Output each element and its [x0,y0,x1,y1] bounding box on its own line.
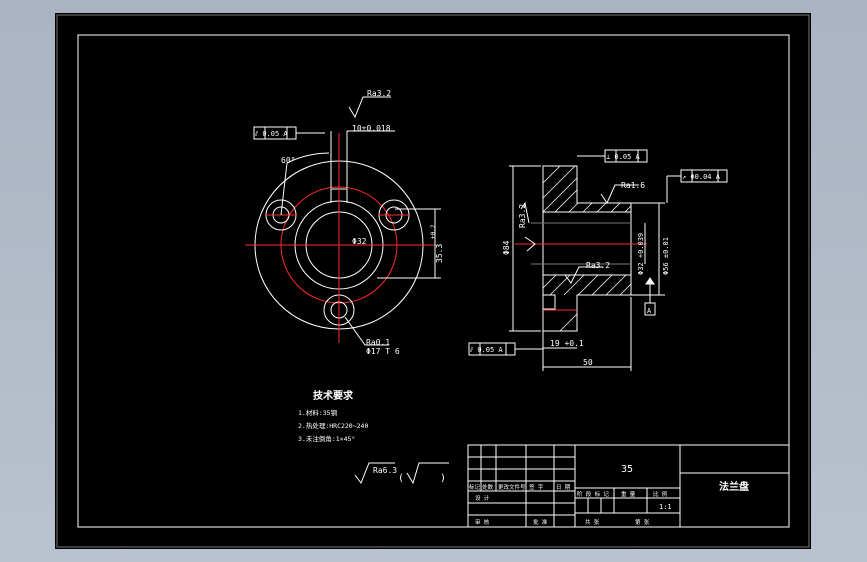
tb-approve: 批 准 [533,518,548,526]
tb-review: 审 核 [475,518,490,526]
tb-hdr4: 签 字 [529,483,544,491]
general-roughness [354,462,449,485]
dia-bore-label: Φ32 +0.039 [637,233,645,275]
tb-design: 设 计 [475,494,490,502]
side-rough-mid: Ra3.2 [586,261,610,270]
keyway-tol-label: +0.2 [430,224,437,239]
cad-viewport[interactable]: Ra3.2 10±0.018 ⫽ 0.05 A 60° Φ32 35.3 +0.… [55,13,811,549]
side-view [468,149,728,371]
general-rough-label: Ra6.3 [373,466,397,475]
tb-part-name: 法兰盘 [719,480,749,493]
dia-outer-label: Φ84 [502,240,511,255]
flatness-label: ⫽ 0.05 A [254,130,288,138]
bore-dia-label: Φ32 [352,237,367,246]
tech-requirements: 技术要求 1.材料:35钢 2.热处理:HRC220~240 3.未注倒角:1×… [298,389,368,443]
front-view [245,96,441,346]
angle-arc [286,152,330,164]
tol-box-bottom-label: ⫽ 0.05 A [469,346,503,354]
side-rough-left: Ra3.2 [518,204,527,228]
dia-shoulder-label: Φ56 ±0.01 [662,237,670,275]
hole-rough-label: Ra0.1 [366,338,390,347]
tb-scale: 1:1 [659,503,672,511]
angle-label: 60° [281,156,295,165]
tb-hdr3: 更改文件号 [498,483,526,491]
keyway-width-label: 10±0.018 [352,124,391,133]
length-small-label: 19 +0.1 [550,339,584,348]
tb-hdr5: 日 期 [556,484,571,491]
tol-box-right-label: ↗ Φ0.04 A [682,173,721,181]
tb-ratio: 比 例 [653,490,668,498]
title-block [467,444,790,528]
general-rough-close: ) [440,473,446,484]
center-lines [245,133,435,343]
side-rough-top: Ra1.6 [621,181,645,190]
keyway-depth-label: 35.3 [435,244,444,263]
datum-label: A [647,307,652,315]
tb-stage: 阶 段 标 记 [577,490,609,498]
outer-frame [56,14,810,548]
drawing-canvas[interactable]: Ra3.2 10±0.018 ⫽ 0.05 A 60° Φ32 35.3 +0.… [55,13,811,549]
tb-hdr2: 处数 [482,483,494,491]
tb-weight: 重 量 [621,490,636,498]
hole-leader [344,316,389,346]
tol-box-top-label: ⊥ 0.05 A [606,153,641,161]
tb-sheet2: 第 张 [635,518,650,526]
length-total-label: 50 [583,358,593,367]
tech-req-line2: 2.热处理:HRC220~240 [298,421,368,430]
tech-req-line3: 3.未注倒角:1×45° [298,434,355,443]
sheet-border [77,34,790,528]
tb-material: 35 [621,464,633,475]
tb-sheet: 共 张 [585,518,600,526]
angle-leader [280,162,288,216]
roughness-symbol-top [348,96,391,119]
hole-dia-label: Φ17 T 6 [366,347,400,356]
tech-req-line1: 1.材料:35钢 [298,408,338,417]
general-rough-open: ( [398,473,404,484]
front-rough-label: Ra3.2 [367,89,391,98]
tech-req-title: 技术要求 [313,389,354,402]
tb-hdr1: 标记 [469,483,481,491]
